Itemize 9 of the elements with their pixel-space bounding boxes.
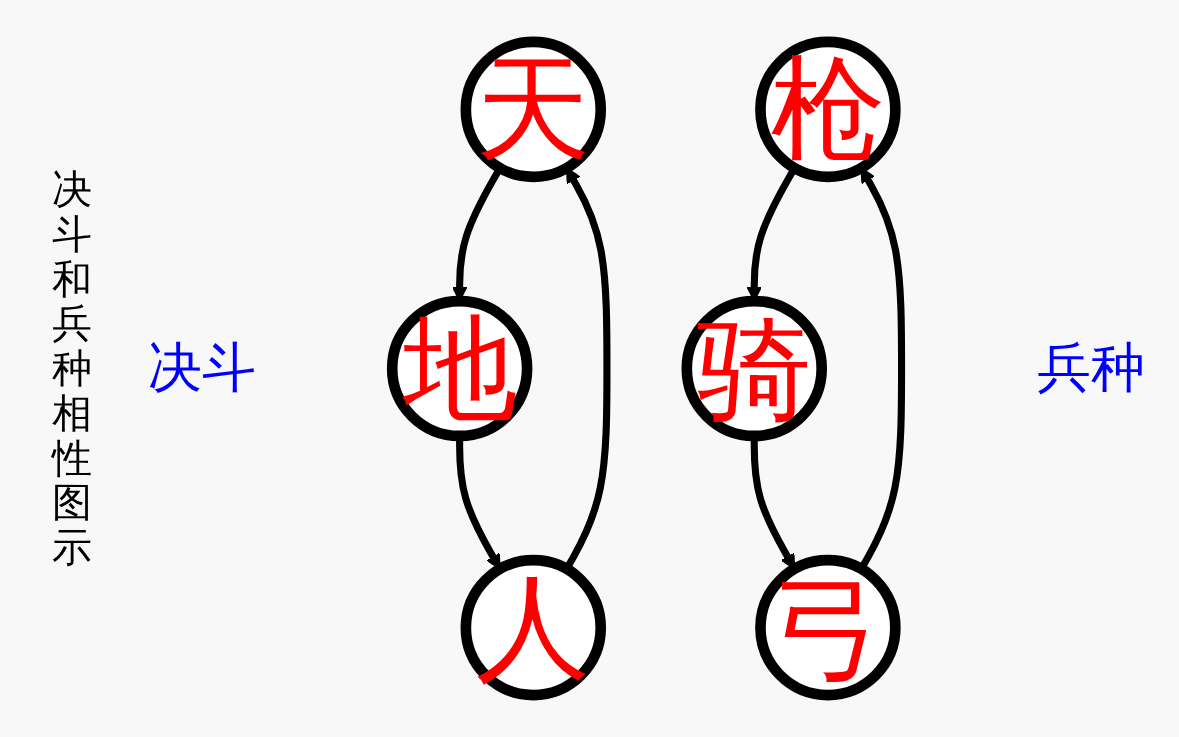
node-circle: 弓 xyxy=(754,554,901,701)
node-circle: 枪 xyxy=(754,36,901,183)
node-circle: 天 xyxy=(460,36,606,183)
group-label: 决斗 xyxy=(148,335,256,401)
node-circle: 人 xyxy=(460,554,606,701)
node-circle: 地 xyxy=(386,295,533,442)
node-circle: 骑 xyxy=(681,295,827,442)
group-label: 兵种 xyxy=(1037,335,1145,401)
title: 决斗和兵种相性图示 xyxy=(50,166,93,571)
